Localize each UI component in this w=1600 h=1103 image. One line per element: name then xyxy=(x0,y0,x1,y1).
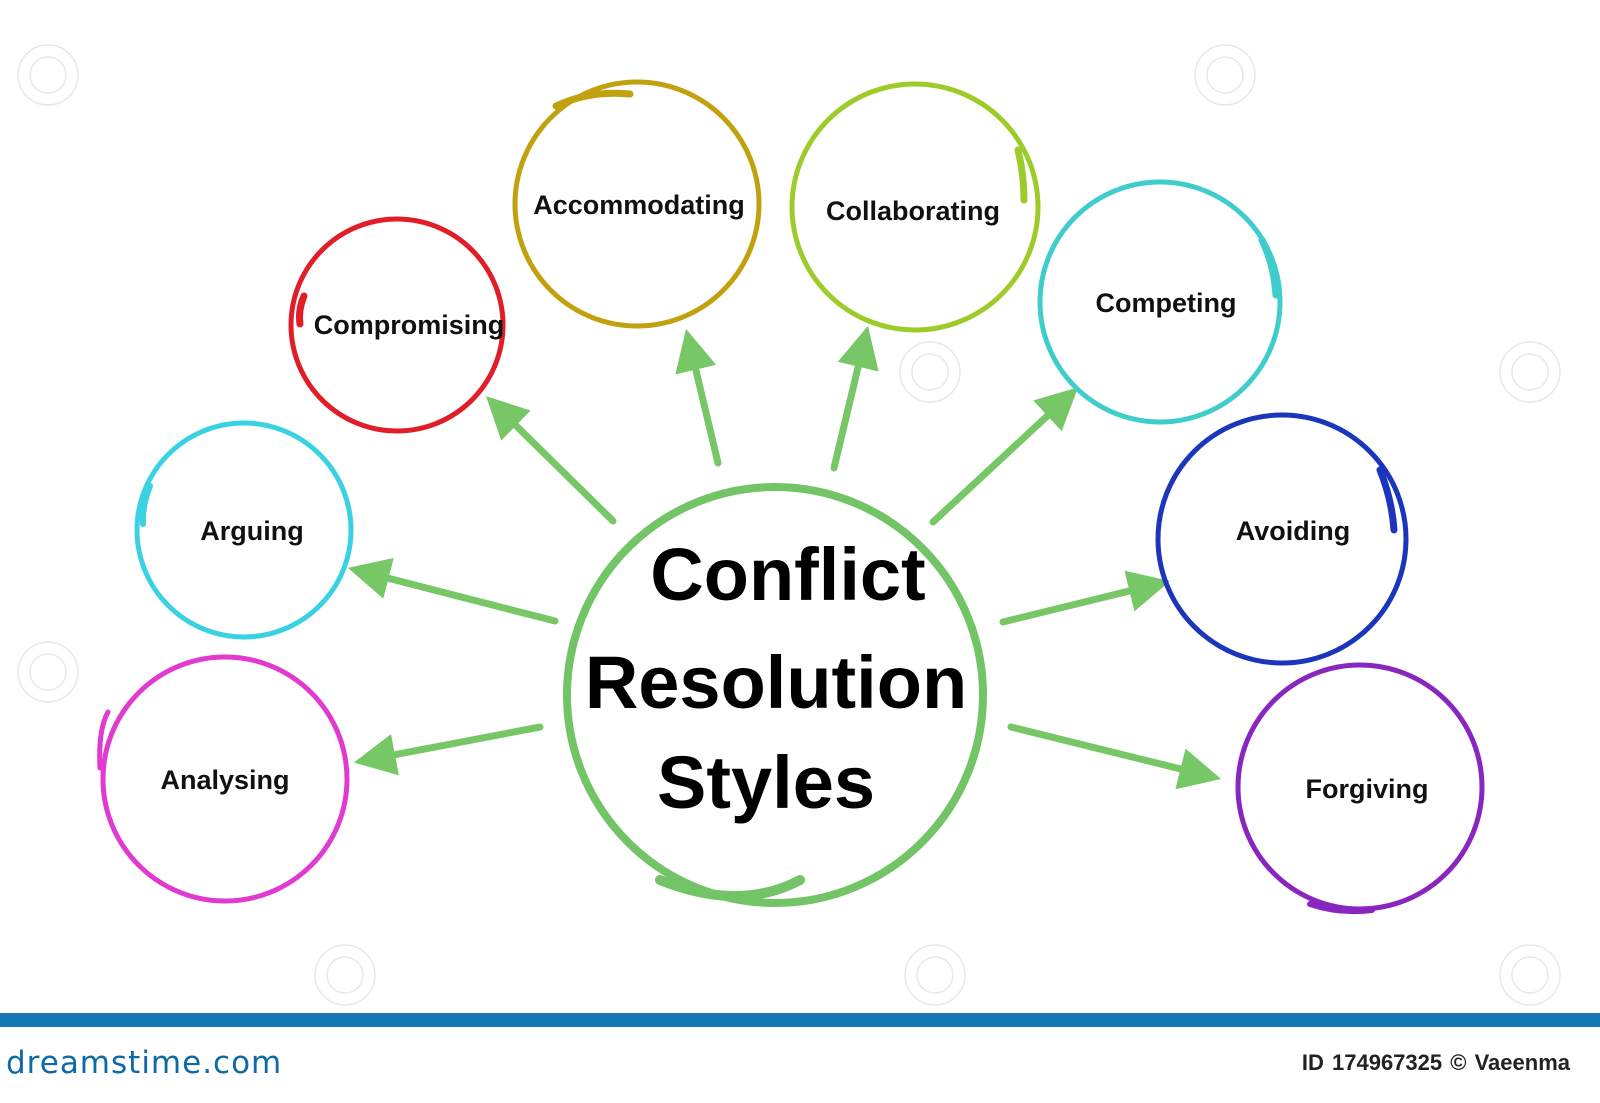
node-circle-arguing xyxy=(134,420,354,640)
node-label-avoiding: Avoiding xyxy=(1236,516,1351,546)
arrow-arguing xyxy=(347,557,559,625)
arrow-competing xyxy=(929,387,1079,526)
node-label-compromising: Compromising xyxy=(314,310,505,340)
arrow-forgiving xyxy=(1007,723,1222,790)
footer-stripe xyxy=(0,1013,1600,1027)
image-credit: ID 174967325 © Vaeenma xyxy=(1300,1050,1570,1076)
dreamstime-logo: dreamstime.com xyxy=(6,1045,283,1081)
node-accommodating: Accommodating xyxy=(512,79,762,329)
node-circle-avoiding xyxy=(1155,412,1409,666)
arrows xyxy=(347,325,1222,790)
center-title-line1: Conflict xyxy=(650,533,925,616)
arrow-collaborating xyxy=(830,325,879,472)
node-circle-compromising xyxy=(288,216,506,434)
node-avoiding: Avoiding xyxy=(1155,412,1409,666)
watermark xyxy=(17,44,1561,1006)
conflict-resolution-diagram: Conflict Resolution Styles Analysing Arg… xyxy=(17,44,1561,1006)
image-id-label: ID xyxy=(1301,1050,1324,1075)
node-circle-analysing xyxy=(100,654,350,904)
node-label-analysing: Analysing xyxy=(160,765,289,795)
image-id-value: 174967325 xyxy=(1332,1050,1443,1075)
node-forgiving: Forgiving xyxy=(1235,662,1485,915)
node-compromising: Compromising xyxy=(288,216,506,434)
node-label-arguing: Arguing xyxy=(200,516,303,546)
node-circle-competing xyxy=(1037,179,1283,425)
node-label-forgiving: Forgiving xyxy=(1306,774,1429,804)
center-circle xyxy=(563,483,987,907)
node-label-competing: Competing xyxy=(1096,288,1237,318)
node-label-accommodating: Accommodating xyxy=(533,190,745,220)
center-hub: Conflict Resolution Styles xyxy=(563,483,987,907)
author-name: Vaeenma xyxy=(1474,1050,1570,1075)
arrow-compromising xyxy=(486,396,617,525)
arrow-analysing xyxy=(353,723,544,776)
arrow-accommodating xyxy=(675,328,722,467)
copyright-symbol: © xyxy=(1450,1050,1467,1075)
node-analysing: Analysing xyxy=(97,654,350,904)
node-label-collaborating: Collaborating xyxy=(826,196,1000,226)
node-competing: Competing xyxy=(1037,179,1283,425)
node-collaborating: Collaborating xyxy=(789,81,1041,333)
node-circle-accommodating xyxy=(512,79,762,329)
node-arguing: Arguing xyxy=(134,420,354,640)
center-title-line2: Resolution xyxy=(585,641,967,724)
center-title-line3: Styles xyxy=(657,741,875,824)
node-circle-collaborating xyxy=(789,81,1041,333)
stock-photo-footer: dreamstime.com ID 174967325 © Vaeenma xyxy=(0,1013,1600,1103)
arrow-avoiding xyxy=(999,570,1171,626)
center-circle-brush-tail xyxy=(655,875,805,901)
